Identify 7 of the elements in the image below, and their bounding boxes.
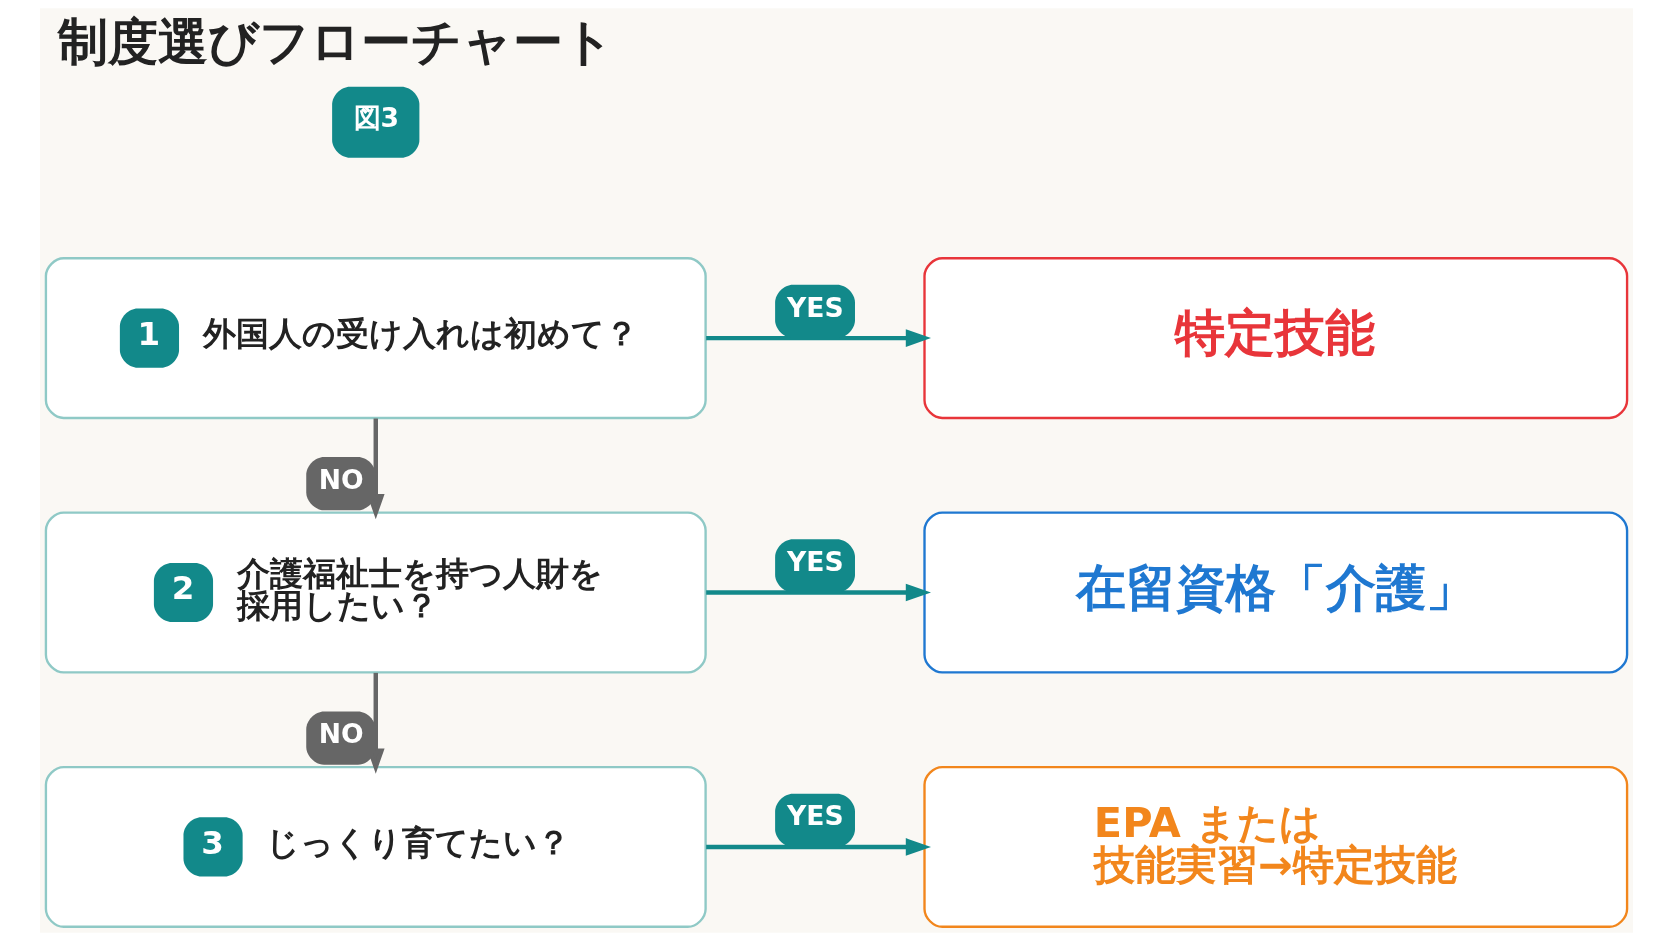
diagram-title: 制度選びフローチャート bbox=[57, 11, 614, 71]
edge-label: YES bbox=[786, 800, 844, 832]
edge-label: NO bbox=[318, 463, 364, 495]
edge-label: NO bbox=[318, 718, 364, 750]
edge-label: YES bbox=[786, 291, 844, 323]
edge-label: YES bbox=[786, 545, 844, 577]
label: 図3 bbox=[353, 102, 399, 134]
